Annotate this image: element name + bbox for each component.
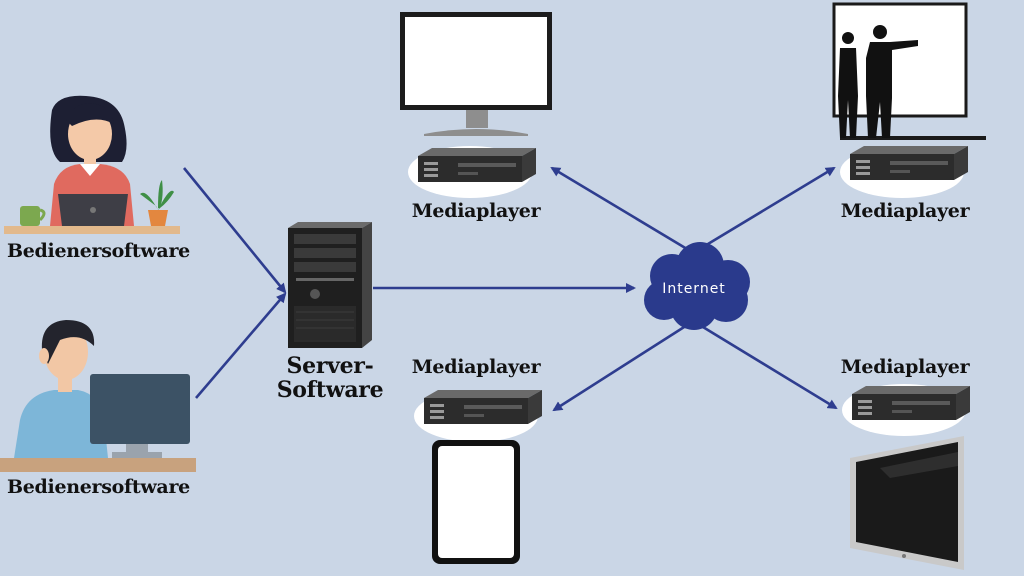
server-label-line1: Server- bbox=[286, 353, 374, 379]
arrow-internet-to-player-bottom-right bbox=[697, 322, 838, 410]
server-label-line2: Software bbox=[276, 377, 384, 403]
arrow-operator2-to-server bbox=[195, 292, 287, 399]
arrow-internet-to-player-top-right bbox=[697, 166, 836, 252]
arrow-internet-to-player-bottom-left bbox=[552, 320, 693, 412]
mediaplayer-bottom-right bbox=[842, 384, 970, 436]
woman-laptop-icon bbox=[4, 95, 180, 234]
server-tower-icon bbox=[288, 222, 372, 348]
presentation-screen-icon bbox=[832, 2, 986, 140]
internet-label: Internet bbox=[662, 281, 726, 297]
tv-screen-icon bbox=[850, 436, 964, 570]
mediaplayer-top-left bbox=[408, 146, 536, 198]
mediaplayer-bottom-left bbox=[414, 390, 542, 442]
monitor-icon bbox=[400, 12, 552, 136]
operator-label-bottom: Bedienersoftware bbox=[7, 476, 190, 498]
player-label-bottom-left: Mediaplayer bbox=[411, 356, 541, 378]
mediaplayer-top-right bbox=[840, 146, 968, 198]
player-label-top-right: Mediaplayer bbox=[840, 200, 970, 222]
player-label-top-left: Mediaplayer bbox=[411, 200, 541, 222]
arrow-operator1-to-server bbox=[182, 167, 287, 294]
cloud-icon bbox=[644, 242, 750, 330]
server-label: Server- Software bbox=[277, 354, 384, 402]
man-monitor-icon bbox=[0, 320, 196, 472]
arrows bbox=[182, 166, 838, 412]
player-label-bottom-right: Mediaplayer bbox=[840, 356, 970, 378]
arrow-internet-to-player-top-left bbox=[550, 166, 693, 254]
operator-label-top: Bedienersoftware bbox=[7, 240, 190, 262]
tablet-icon bbox=[432, 440, 520, 564]
